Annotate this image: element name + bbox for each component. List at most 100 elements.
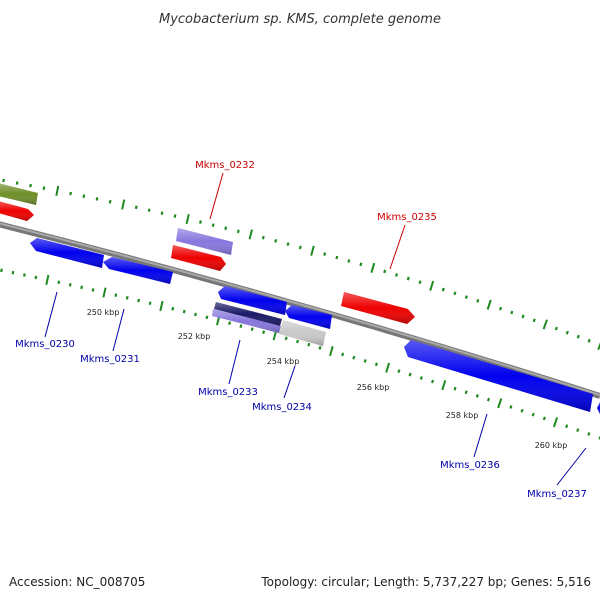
outer-tick-minor bbox=[359, 262, 363, 267]
outer-tick-minor bbox=[464, 295, 468, 299]
outer-tick-minor bbox=[510, 310, 514, 315]
scale-label-252: 252 kbp bbox=[178, 332, 211, 341]
outer-tick-minor bbox=[383, 269, 387, 274]
inner-tick-minor bbox=[576, 428, 580, 432]
gene-label-0237[interactable]: Mkms_0237 bbox=[527, 489, 587, 500]
inner-tick-major bbox=[552, 417, 559, 428]
leader-0234 bbox=[283, 365, 296, 399]
outer-tick-minor bbox=[261, 235, 265, 240]
inner-tick-minor bbox=[57, 280, 61, 285]
outer-tick-minor bbox=[532, 318, 536, 323]
inner-tick-minor bbox=[509, 405, 513, 409]
other-feature-block[interactable] bbox=[0, 183, 38, 205]
leader-0233 bbox=[228, 339, 241, 385]
gene-label-0235[interactable]: Mkms_0235 bbox=[377, 212, 437, 223]
inner-tick-minor bbox=[34, 275, 38, 280]
outer-tick-minor bbox=[108, 199, 112, 204]
inner-tick-minor bbox=[228, 321, 232, 325]
inner-tick-minor bbox=[296, 339, 299, 344]
leader-0230 bbox=[44, 291, 58, 338]
topology-text: Topology: circular; Length: 5,737,227 bp… bbox=[260, 575, 591, 589]
inner-tick-minor bbox=[91, 288, 95, 292]
inner-tick-minor bbox=[374, 362, 378, 367]
gene-label-0236[interactable]: Mkms_0236 bbox=[440, 460, 500, 471]
inner-tick-major bbox=[385, 362, 391, 373]
gene-features bbox=[0, 183, 600, 414]
leader-0235 bbox=[389, 224, 406, 270]
inner-tick-minor bbox=[284, 336, 288, 341]
gene-label-0233[interactable]: Mkms_0233 bbox=[198, 387, 258, 398]
inner-tick-minor bbox=[0, 268, 3, 273]
inner-tick-minor bbox=[587, 432, 591, 436]
outer-tick-major bbox=[542, 319, 548, 330]
outer-tick-minor bbox=[521, 314, 525, 319]
inner-tick-minor bbox=[68, 283, 72, 287]
gene-label-0230[interactable]: Mkms_0230 bbox=[15, 339, 75, 350]
outer-tick-minor bbox=[298, 245, 302, 250]
inner-tick-minor bbox=[11, 270, 15, 275]
inner-tick-minor bbox=[182, 309, 186, 314]
outer-tick-major bbox=[597, 342, 600, 351]
inner-tick-minor bbox=[80, 285, 84, 290]
outer-tick-minor bbox=[147, 208, 151, 213]
outer-tick-major bbox=[370, 262, 376, 273]
outer-tick-minor bbox=[335, 255, 339, 260]
inner-tick-minor bbox=[565, 424, 569, 429]
inner-tick-minor bbox=[419, 376, 423, 380]
outer-tick-major bbox=[248, 229, 253, 240]
inner-tick-minor bbox=[464, 390, 468, 395]
outer-tick-minor bbox=[441, 287, 445, 292]
outer-tick-major bbox=[486, 299, 492, 310]
inner-tick-minor bbox=[137, 298, 141, 303]
inner-tick-minor bbox=[397, 369, 401, 373]
gene-label-0234[interactable]: Mkms_0234 bbox=[252, 402, 312, 413]
inner-tick-minor bbox=[262, 330, 266, 334]
scale-label-256: 256 kbp bbox=[357, 383, 390, 392]
gene-label-0232[interactable]: Mkms_0232 bbox=[195, 160, 255, 171]
inner-tick-minor bbox=[307, 342, 311, 347]
leader-0232 bbox=[209, 172, 224, 220]
outer-tick-major bbox=[429, 280, 435, 291]
inner-tick-minor bbox=[531, 412, 535, 417]
leader-0231 bbox=[112, 308, 125, 352]
outer-tick-minor bbox=[274, 238, 278, 243]
inner-tick-minor bbox=[542, 416, 546, 421]
inner-tick-minor bbox=[352, 355, 356, 360]
leader-0237 bbox=[556, 447, 587, 486]
outer-tick-major bbox=[310, 245, 315, 256]
inner-tick-minor bbox=[341, 352, 345, 357]
scale-label-250: 250 kbp bbox=[87, 308, 120, 317]
inner-tick-minor bbox=[114, 293, 118, 297]
inner-tick-minor bbox=[520, 408, 524, 413]
outer-tick-minor bbox=[29, 183, 32, 188]
outer-tick-minor bbox=[82, 194, 86, 199]
outer-tick-minor bbox=[453, 291, 457, 296]
outer-tick-minor bbox=[69, 191, 72, 196]
map-title: Mycobacterium sp. KMS, complete genome bbox=[159, 12, 441, 27]
outer-tick-minor bbox=[347, 259, 351, 263]
outer-tick-minor bbox=[286, 242, 290, 246]
gene-label-0231[interactable]: Mkms_0231 bbox=[80, 354, 140, 365]
inner-tick-minor bbox=[250, 327, 254, 332]
outer-tick-minor bbox=[498, 306, 503, 311]
inner-tick-minor bbox=[475, 394, 479, 398]
outer-tick-minor bbox=[576, 334, 580, 339]
outer-tick-minor bbox=[418, 280, 422, 285]
outer-tick-minor bbox=[476, 299, 480, 303]
inner-tick-minor bbox=[239, 324, 243, 328]
outer-tick-major bbox=[55, 185, 60, 196]
outer-tick-track bbox=[2, 178, 600, 351]
gene-block-forward[interactable] bbox=[0, 201, 34, 221]
outer-tick-minor bbox=[406, 276, 410, 281]
gene-block-0236[interactable] bbox=[404, 340, 593, 412]
scale-label-258: 258 kbp bbox=[446, 411, 479, 420]
outer-tick-minor bbox=[2, 178, 5, 183]
outer-tick-major bbox=[185, 213, 190, 225]
label-leader-lines bbox=[44, 172, 587, 486]
inner-tick-major bbox=[45, 274, 50, 286]
inner-tick-minor bbox=[486, 397, 491, 402]
outer-tick-major bbox=[121, 199, 126, 210]
inner-tick-minor bbox=[23, 273, 26, 277]
outer-tick-minor bbox=[323, 252, 327, 256]
